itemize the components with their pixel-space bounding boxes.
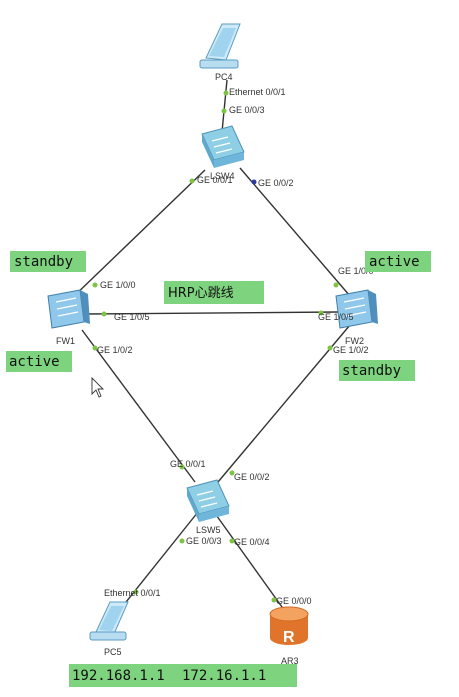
fw2-port-ge105-label: GE 1/0/5 [318, 312, 354, 322]
port-dot [223, 90, 229, 96]
port-dot [221, 108, 227, 114]
ar3-label: AR3 [281, 656, 299, 666]
fw1-device[interactable]: FW1 [47, 289, 90, 346]
pc4-label: PC4 [215, 72, 233, 82]
ip-tag-172-16-1-1: 172.16.1.1 [182, 668, 266, 684]
lsw4-port-ge003-label: GE 0/0/3 [229, 105, 265, 115]
link-lsw4-fw1 [69, 169, 206, 301]
ar3-device[interactable]: R AR3 [269, 606, 309, 666]
lsw5-port-ge001-label: GE 0/0/1 [170, 459, 206, 469]
pc-icon [89, 601, 129, 641]
port-dot [101, 311, 107, 317]
router-icon: R [269, 606, 309, 646]
port-dot [229, 470, 235, 476]
pc5-port-label: Ethernet 0/0/1 [104, 588, 161, 598]
lsw5-port-ge002-label: GE 0/0/2 [234, 472, 270, 482]
port-dots [92, 90, 339, 603]
fw2-label: FW2 [345, 336, 364, 346]
ip-tag-192-168-1-1: 192.168.1.1 [72, 668, 165, 684]
lsw5-label: LSW5 [196, 525, 221, 535]
link-fw1-lsw5 [81, 329, 196, 483]
ar3-port-label: GE 0/0/0 [276, 596, 312, 606]
link-heartbeat-fw1-fw2 [85, 311, 339, 315]
port-dot [333, 282, 339, 288]
lsw4-device[interactable]: LSW4 [201, 125, 245, 181]
port-dot [189, 178, 195, 184]
port-dot [179, 538, 185, 544]
svg-text:R: R [283, 629, 295, 646]
switch-icon [201, 125, 245, 168]
pc4-device[interactable]: PC4 [199, 23, 241, 82]
firewall-icon [47, 289, 90, 329]
link-lsw5-ar3 [213, 511, 288, 615]
fw2-standby-tag: standby [342, 363, 401, 379]
links [69, 79, 351, 615]
lsw5-port-ge003-label: GE 0/0/3 [186, 536, 222, 546]
port-dot [133, 589, 139, 595]
firewall-icon [335, 289, 378, 329]
heartbeat-link-tag: HRP心跳线 [168, 286, 234, 301]
fw2-active-tag: active [369, 254, 420, 270]
switch-icon [186, 479, 230, 522]
fw2-device[interactable]: FW2 [335, 289, 378, 346]
port-dot [92, 345, 98, 351]
port-dot [179, 464, 185, 470]
fw1-standby-tag: standby [14, 254, 73, 270]
link-pc4-lsw4 [221, 79, 228, 133]
fw1-port-ge105-label: GE 1/0/5 [114, 312, 150, 322]
pc5-label: PC5 [104, 647, 122, 657]
pc4-port-label: Ethernet 0/0/1 [229, 87, 286, 97]
lsw4-port-ge001-label: GE 0/0/1 [197, 175, 233, 185]
port-dot [327, 345, 333, 351]
port-dot [229, 538, 235, 544]
fw2-port-ge102-label: GE 1/0/2 [333, 345, 369, 355]
port-dot [92, 282, 98, 288]
pc5-device[interactable]: PC5 [89, 601, 129, 657]
lsw4-port-ge002-label: GE 0/0/2 [258, 178, 294, 188]
fw2-port-ge100-label: GE 1/0/0 [338, 266, 374, 276]
fw1-port-ge100-label: GE 1/0/0 [100, 280, 136, 290]
mouse-cursor-icon [91, 376, 105, 398]
fw1-label: FW1 [56, 336, 75, 346]
link-lsw5-pc5 [117, 511, 199, 613]
fw1-active-tag: active [9, 354, 60, 370]
port-dot [251, 179, 257, 185]
fw1-port-ge102-label: GE 1/0/2 [97, 345, 133, 355]
annotation-tags: standby active HRP心跳线 active standby 192… [6, 251, 431, 687]
link-lsw4-fw2 [239, 167, 351, 297]
link-fw2-lsw5 [217, 324, 351, 483]
lsw4-label: LSW4 [210, 171, 235, 181]
port-dot [318, 310, 324, 316]
lsw5-device[interactable]: LSW5 [186, 479, 230, 535]
lsw5-port-ge004-label: GE 0/0/4 [234, 537, 270, 547]
port-dot [271, 597, 277, 603]
pc-icon [199, 23, 241, 69]
